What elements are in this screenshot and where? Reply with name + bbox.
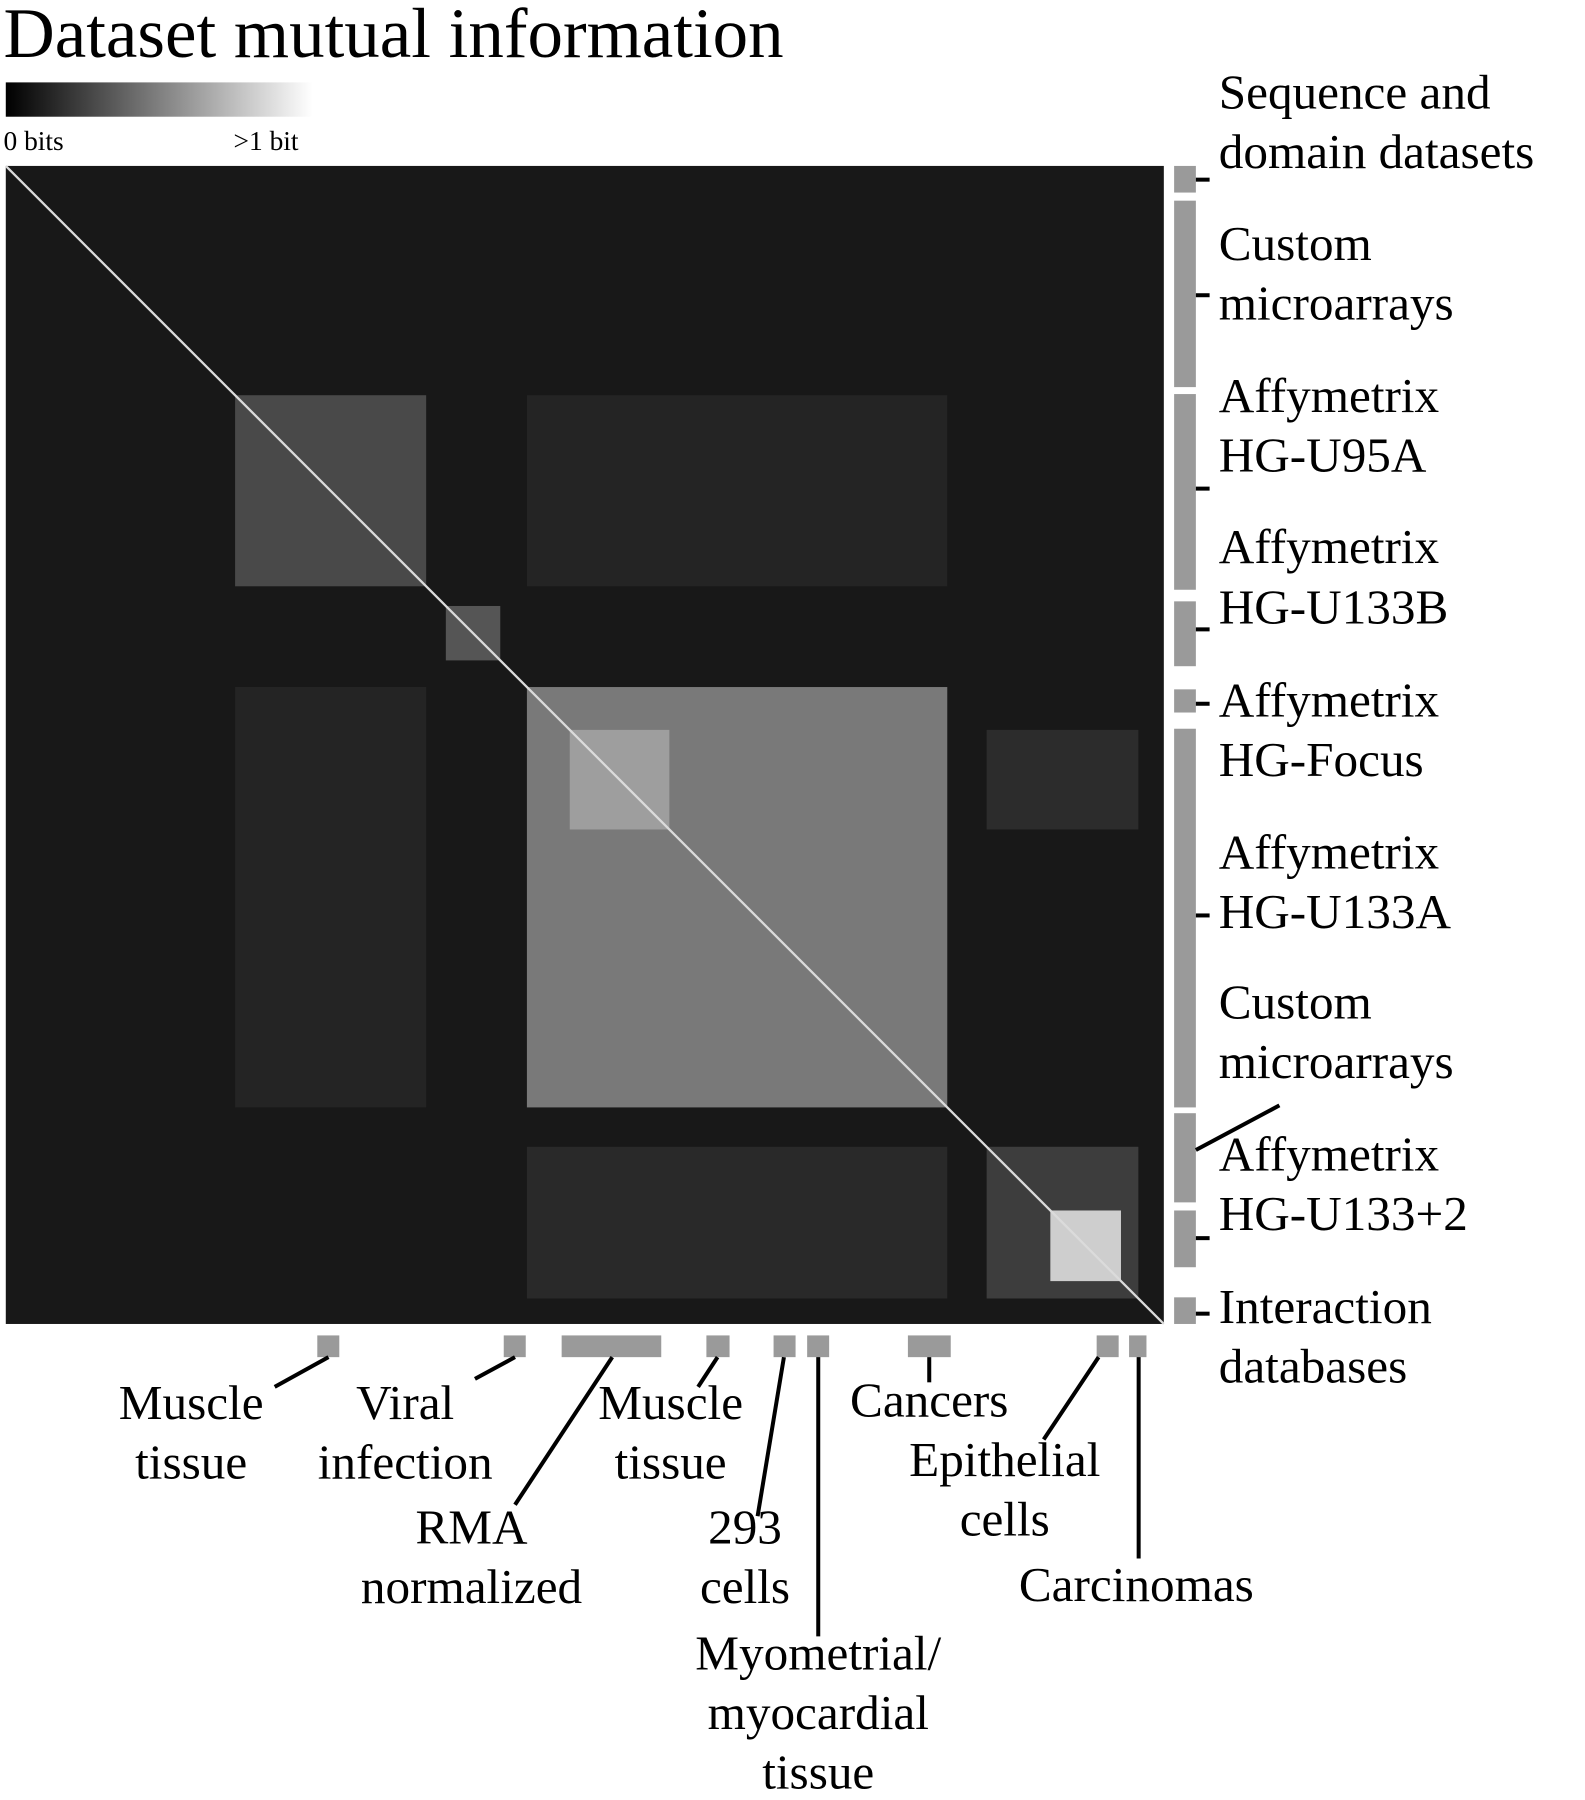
column-annotation-label: Muscle [598, 1375, 743, 1430]
row-group-leader [1194, 1103, 1281, 1152]
row-group-label: microarrays [1219, 275, 1454, 330]
heatmap-diagonal [4, 165, 1165, 1325]
row-group-label: microarrays [1219, 1034, 1454, 1089]
row-group-bar [1174, 689, 1196, 713]
column-annotation-bar [807, 1335, 830, 1358]
row-group-bar [1174, 1113, 1196, 1203]
column-annotation-label: Cancers [850, 1373, 1008, 1428]
row-group-label: Sequence and [1219, 65, 1491, 120]
column-annotation-label: tissue [762, 1745, 874, 1800]
column-annotation-label: Muscle [119, 1375, 264, 1430]
row-group-label: Affymetrix [1219, 519, 1439, 574]
chart-title: Dataset mutual information [3, 0, 783, 73]
row-group-label: Affymetrix [1219, 368, 1439, 423]
column-annotation-leader [755, 1356, 786, 1517]
row-group-label: HG-U133A [1219, 884, 1452, 939]
row-group-bar [1174, 728, 1196, 1108]
heatmap [4, 165, 1165, 1325]
heatmap-block-2 [986, 729, 1139, 830]
row-group-bar [1174, 601, 1196, 667]
row-group-label: databases [1219, 1338, 1407, 1393]
row-group-label: Affymetrix [1219, 825, 1439, 880]
heatmap-block-1 [235, 687, 427, 1108]
column-annotation-label: infection [318, 1434, 493, 1489]
column-annotation-bar [773, 1335, 796, 1358]
column-annotation-label: Myometrial/ [695, 1626, 941, 1681]
row-group-bar [1174, 1297, 1196, 1324]
column-annotation-label: myocardial [708, 1685, 929, 1740]
column-annotation-label: tissue [135, 1434, 247, 1489]
row-group-label: domain datasets [1219, 124, 1535, 179]
row-group-bar [1174, 394, 1196, 590]
column-annotation-bar [706, 1335, 730, 1358]
row-group-label: Custom [1219, 216, 1372, 271]
column-annotation-label: Viral [356, 1375, 454, 1430]
column-annotation-leader [273, 1355, 330, 1389]
row-group-label: Custom [1219, 974, 1372, 1029]
column-annotation-bar [561, 1335, 662, 1358]
column-annotation-label: Epithelial [909, 1432, 1100, 1487]
colorbar-max-label: >1 bit [234, 126, 299, 156]
row-group-label: Interaction [1219, 1279, 1432, 1334]
column-annotations: MuscletissueViralinfectionRMAnormalizedM… [119, 1335, 1254, 1800]
row-group-bar [1174, 1210, 1196, 1268]
column-annotation-leader [1042, 1356, 1101, 1441]
row-group-label: HG-U133+2 [1219, 1186, 1468, 1241]
column-annotation-bar [1129, 1335, 1147, 1358]
heatmap-block-0 [526, 395, 948, 587]
row-group-label: HG-U133B [1219, 580, 1449, 635]
column-annotation-label: tissue [615, 1434, 727, 1489]
column-annotation-bar [907, 1335, 951, 1358]
column-annotation-leader [473, 1355, 516, 1381]
row-group-bar [1174, 200, 1196, 388]
column-annotation-bar [503, 1335, 526, 1358]
colorbar [5, 82, 313, 117]
row-group-label: HG-Focus [1219, 732, 1424, 787]
row-group-label: Affymetrix [1219, 672, 1439, 727]
colorbar-min-label: 0 bits [3, 126, 63, 156]
column-annotation-bar [1096, 1335, 1119, 1358]
column-annotation-label: normalized [361, 1559, 582, 1614]
column-annotation-label: cells [700, 1559, 790, 1614]
column-annotation-label: cells [960, 1492, 1050, 1547]
column-annotation-bar [317, 1335, 340, 1358]
row-group-label: HG-U95A [1219, 427, 1427, 482]
column-annotation-leader [696, 1356, 720, 1388]
column-annotation-leader [513, 1356, 614, 1506]
row-group-bar [1174, 165, 1196, 193]
column-annotation-label: 293 [708, 1500, 782, 1555]
row-group-label: Affymetrix [1219, 1127, 1439, 1182]
column-annotation-label: RMA [415, 1500, 528, 1555]
column-annotation-label: Carcinomas [1019, 1557, 1254, 1612]
heatmap-block-3 [526, 1146, 948, 1299]
